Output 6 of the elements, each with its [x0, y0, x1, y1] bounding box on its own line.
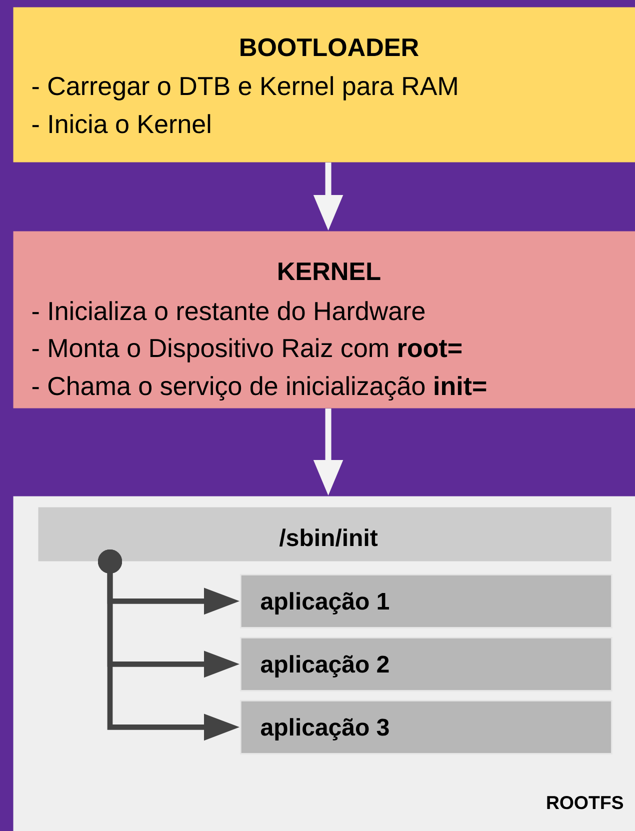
stage-box: KERNEL - Inicializa o restante do Hardware - Monta o Dispositivo Raiz com root= - Chama o serviço de inicialização init= [13, 231, 635, 408]
process-box: /sbin/init [38, 507, 612, 562]
process-box: aplicação 3 [240, 700, 612, 754]
stage-box: BOOTLOADER - Carregar o DTB e Kernel para RAM - Inicia o Kernel [13, 7, 635, 162]
process-box: aplicação 2 [240, 637, 612, 692]
process-box: aplicação 1 [240, 574, 612, 628]
